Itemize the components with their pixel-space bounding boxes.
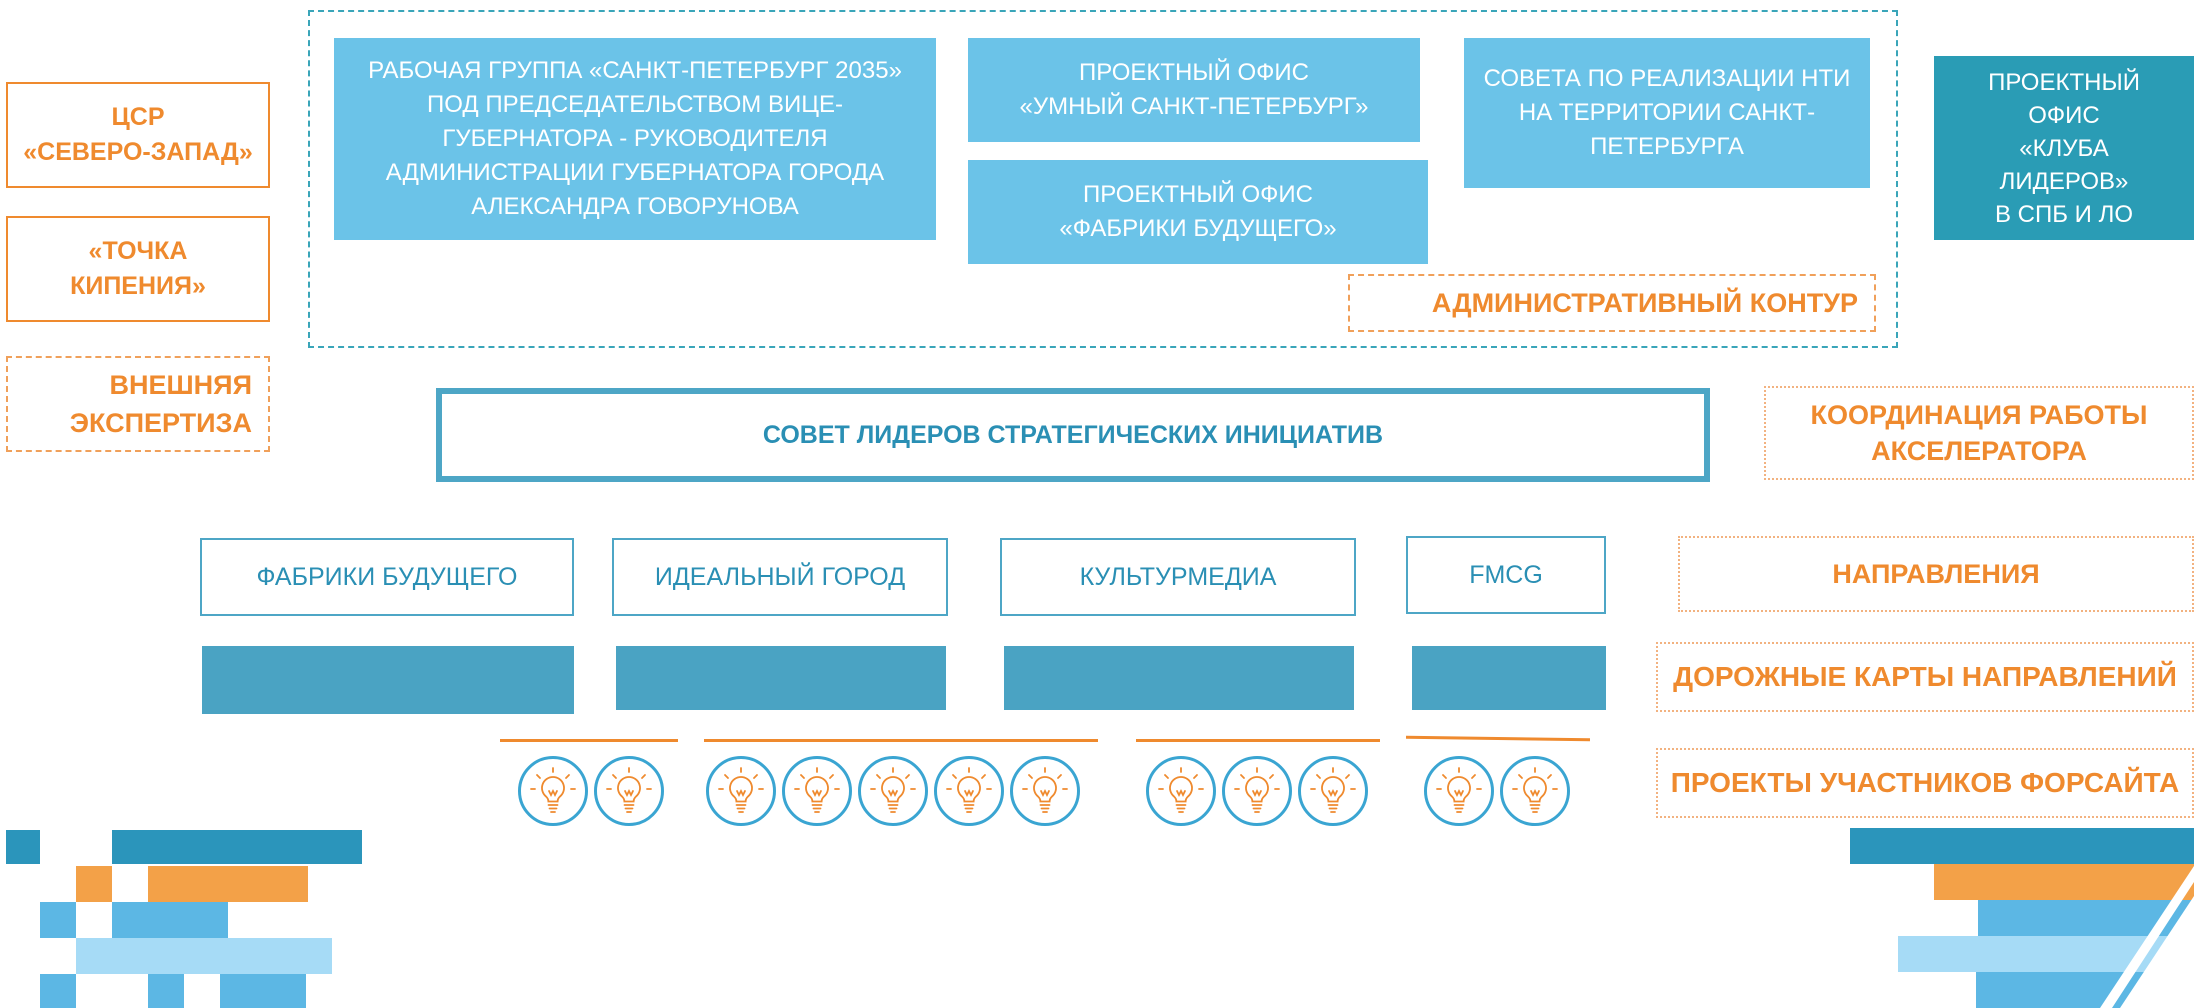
csr-northwest-box: ЦСР «СЕВЕРО-ЗАПАД» (6, 82, 270, 188)
roadmap-bar-factories (202, 646, 574, 714)
external-expertise-box: ВНЕШНЯЯ ЭКСПЕРТИЗА (6, 356, 270, 452)
directions-label: НАПРАВЛЕНИЯ (1678, 536, 2194, 612)
projects-label: ПРОЕКТЫ УЧАСТНИКОВ ФОРСАЙТА (1656, 748, 2194, 818)
direction-culturemedia: КУЛЬТУРМЕДИА (1000, 538, 1356, 616)
lightbulb-icon (1298, 756, 1368, 826)
nti-council-box: СОВЕТА ПО РЕАЛИЗАЦИИ НТИ НА ТЕРРИТОРИИ С… (1464, 38, 1870, 188)
roadmap-bar-fmcg (1412, 646, 1606, 710)
roadmaps-label: ДОРОЖНЫЕ КАРТЫ НАПРАВЛЕНИЙ (1656, 642, 2194, 712)
lightbulb-icon (782, 756, 852, 826)
working-group-box: РАБОЧАЯ ГРУППА «САНКТ-ПЕТЕРБУРГ 2035» ПО… (334, 38, 936, 240)
tochka-kipeniya-box: «ТОЧКА КИПЕНИЯ» (6, 216, 270, 322)
lightbulb-icon (1222, 756, 1292, 826)
lightbulb-icon (934, 756, 1004, 826)
project-group-line-1 (500, 739, 678, 742)
roadmap-bar-ideal-city (616, 646, 946, 710)
admin-contour-frame (308, 10, 1898, 348)
lightbulb-icon (594, 756, 664, 826)
lightbulb-icon (1010, 756, 1080, 826)
smart-spb-office-box: ПРОЕКТНЫЙ ОФИС «УМНЫЙ САНКТ-ПЕТЕРБУРГ» (968, 38, 1420, 142)
accelerator-coordination-label: КООРДИНАЦИЯ РАБОТЫ АКСЕЛЕРАТОРА (1764, 386, 2194, 480)
roadmap-bar-culturemedia (1004, 646, 1354, 710)
lightbulb-icon (1500, 756, 1570, 826)
leaders-club-office-box: ПРОЕКТНЫЙ ОФИС «КЛУБА ЛИДЕРОВ» В СПБ И Л… (1934, 56, 2194, 240)
project-group-line-4 (1405, 735, 1591, 742)
lightbulb-icon (858, 756, 928, 826)
decorative-stripes-right (1850, 828, 2194, 1008)
factories-future-office-box: ПРОЕКТНЫЙ ОФИС «ФАБРИКИ БУДУЩЕГО» (968, 160, 1428, 264)
project-group-line-3 (1136, 739, 1380, 742)
lightbulb-icon (518, 756, 588, 826)
direction-factories-future: ФАБРИКИ БУДУЩЕГО (200, 538, 574, 616)
lightbulb-icon (706, 756, 776, 826)
admin-contour-label: АДМИНИСТРАТИВНЫЙ КОНТУР (1348, 274, 1876, 332)
leaders-council-box: СОВЕТ ЛИДЕРОВ СТРАТЕГИЧЕСКИХ ИНИЦИАТИВ (436, 388, 1710, 482)
direction-fmcg: FMCG (1406, 536, 1606, 614)
lightbulb-icon (1424, 756, 1494, 826)
project-group-line-2 (704, 739, 1098, 742)
lightbulb-icon (1146, 756, 1216, 826)
direction-ideal-city: ИДЕАЛЬНЫЙ ГОРОД (612, 538, 948, 616)
